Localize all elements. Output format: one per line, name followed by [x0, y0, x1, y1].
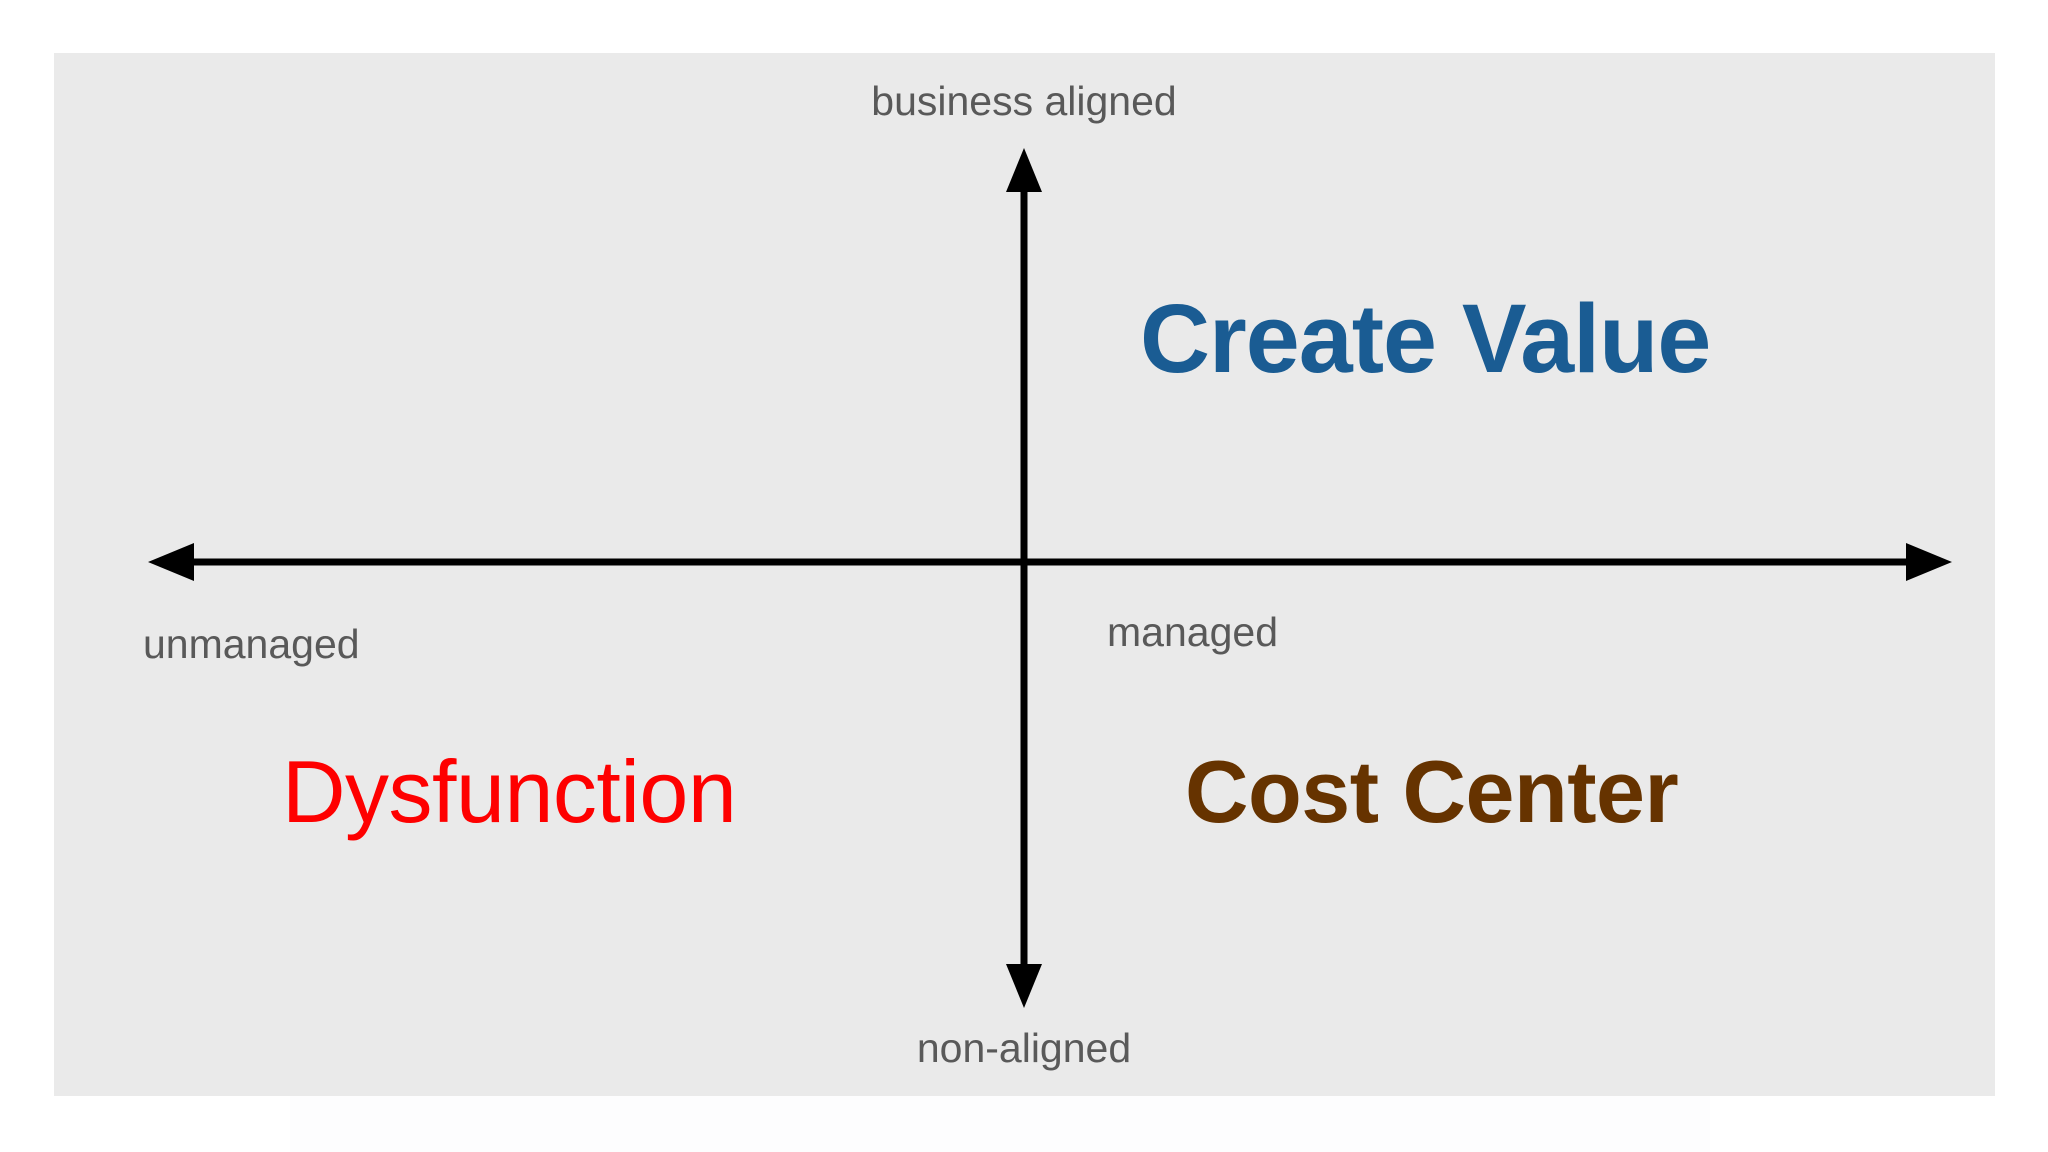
- axis-label-unmanaged: unmanaged: [143, 621, 360, 667]
- panel-shadow: [290, 1096, 1710, 1152]
- axis-label-managed: managed: [1107, 609, 1278, 655]
- quadrant-label-create-value: Create Value: [1140, 284, 1711, 393]
- axis-label-business-aligned: business aligned: [871, 78, 1177, 124]
- diagram-panel: [54, 53, 1995, 1096]
- quadrant-label-dysfunction: Dysfunction: [282, 742, 737, 841]
- quadrant-label-cost-center: Cost Center: [1185, 742, 1679, 841]
- axis-label-non-aligned: non-aligned: [916, 1025, 1132, 1071]
